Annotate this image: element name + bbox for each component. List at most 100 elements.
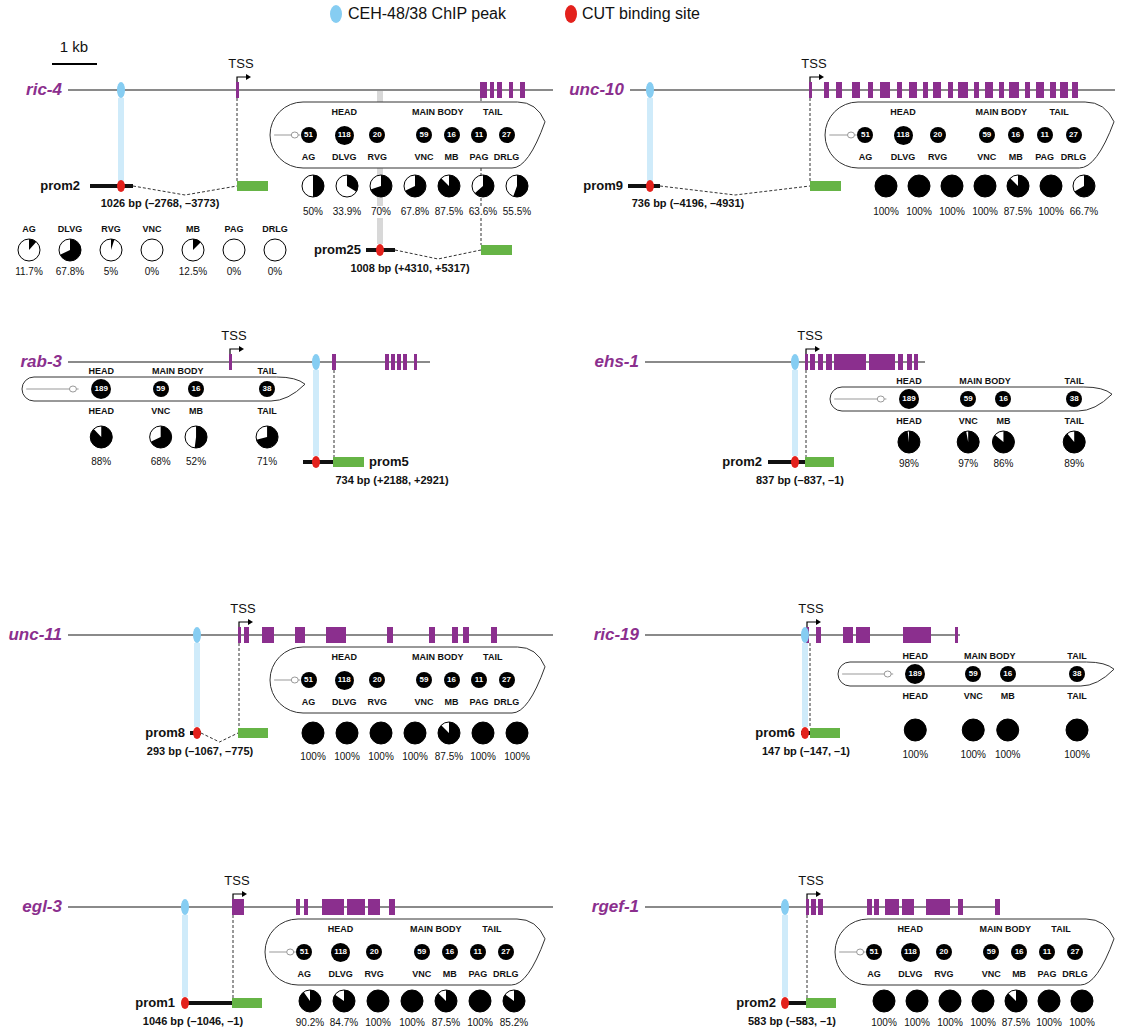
cell-count: 16: [192, 385, 201, 393]
tss-arrowhead: [816, 619, 821, 625]
cut-site: [312, 456, 320, 468]
pie-chart: [223, 239, 245, 261]
exon: [232, 899, 244, 915]
reporter-bar: [805, 457, 834, 467]
pie-wedge: [193, 239, 201, 250]
cell-count: 20: [373, 131, 382, 139]
count-circle: 59: [416, 127, 432, 143]
worm-outline: [835, 919, 1114, 985]
ganglion-label: RVG: [101, 224, 120, 234]
percent-label: 87.5%: [431, 1017, 461, 1029]
percent-label: 100%: [364, 1017, 392, 1029]
cell-count: 16: [999, 395, 1008, 403]
count-circle: 16: [444, 672, 460, 688]
exon: [874, 899, 879, 915]
percent-label: 100%: [1035, 1017, 1063, 1029]
count-circle: 20: [936, 944, 952, 960]
peak-band: [802, 643, 808, 727]
pharynx-bulb: [848, 132, 855, 138]
cell-count: 59: [420, 676, 429, 684]
pie-wedge: [299, 990, 321, 1012]
exon: [809, 82, 812, 98]
peak-band: [313, 370, 319, 456]
count-circle: 118: [901, 943, 920, 962]
splice-line: [395, 250, 481, 259]
legend-text: CUT binding site: [582, 5, 700, 23]
percent-label: 5%: [103, 266, 119, 278]
percent-label: 100%: [333, 751, 361, 763]
tss-label: TSS: [798, 602, 823, 617]
pie-chart: [941, 175, 963, 197]
pie-chart: [141, 239, 163, 261]
cell-count: 189: [902, 395, 915, 403]
pie-chart: [1007, 175, 1029, 197]
body-part-label: MAIN BODY: [412, 107, 464, 117]
gene-name: unc-10: [569, 80, 624, 100]
peak-band: [118, 98, 124, 182]
cell-count: 59: [964, 395, 973, 403]
ganglion-label: DLVG: [328, 969, 352, 979]
pie-chart: [404, 175, 426, 197]
exon: [958, 82, 968, 98]
percent-label: 100%: [398, 1017, 426, 1029]
percent-label: 100%: [401, 751, 429, 763]
cut-site: [193, 727, 201, 739]
pie-chart: [333, 990, 355, 1012]
body-part-label: TAIL: [483, 652, 502, 662]
cell-count: 27: [501, 948, 510, 956]
ganglion-label: AG: [867, 969, 881, 979]
count-circle: 118: [331, 943, 350, 962]
body-part-label: HEAD: [88, 366, 114, 376]
exon: [509, 82, 513, 98]
ganglion-label: RVG: [368, 697, 387, 707]
exon: [1025, 82, 1030, 98]
percent-label: 33.9%: [332, 206, 362, 218]
exon: [452, 627, 458, 643]
reporter-bar: [238, 728, 268, 738]
pie-chart: [18, 239, 40, 261]
exon: [387, 627, 393, 643]
percent-label: 50%: [302, 206, 324, 218]
percent-label: 63.6%: [468, 206, 498, 218]
promoter-name: prom6: [755, 726, 795, 741]
exon: [1050, 82, 1056, 98]
cut-site: [801, 727, 809, 739]
body-part-label: TAIL: [482, 924, 501, 934]
percent-label: 86%: [992, 458, 1014, 470]
cut-site: [646, 180, 654, 192]
pie-wedge: [513, 175, 528, 197]
percent-label: 0%: [226, 266, 242, 278]
exon: [885, 899, 899, 915]
gene-name: ric-4: [26, 80, 62, 100]
ganglion-label: VNC: [412, 969, 431, 979]
pie-wedge: [1007, 175, 1029, 197]
tss-arrowhead: [246, 74, 251, 80]
cell-count: 38: [1070, 395, 1079, 403]
exon: [463, 627, 469, 643]
count-circle: 189: [899, 389, 919, 409]
cell-count: 51: [870, 948, 879, 956]
exon: [491, 627, 497, 643]
percent-label: 0%: [144, 266, 160, 278]
percent-label: 100%: [299, 751, 327, 763]
cell-count: 20: [933, 131, 942, 139]
exon: [985, 82, 993, 98]
exon: [811, 899, 816, 915]
promoter-size: 1046 bp (–1046, –1): [143, 1015, 243, 1028]
gene-name: egl-3: [22, 897, 62, 917]
pie-wedge: [313, 175, 324, 197]
pie-wedge: [1074, 175, 1095, 197]
exon: [869, 354, 895, 370]
body-part-label: HEAD: [331, 652, 357, 662]
percent-label: 100%: [503, 751, 531, 763]
pie-chart: [1040, 175, 1062, 197]
tss-guide: [810, 643, 811, 728]
exon: [926, 899, 950, 915]
percent-label: 88%: [90, 456, 112, 468]
pie-chart: [438, 722, 460, 744]
worm-outline: [22, 377, 305, 401]
cell-count: 59: [969, 670, 978, 678]
cell-count: 189: [95, 385, 108, 393]
region-label: VNC: [959, 416, 978, 426]
tss-arrow: [230, 349, 239, 354]
